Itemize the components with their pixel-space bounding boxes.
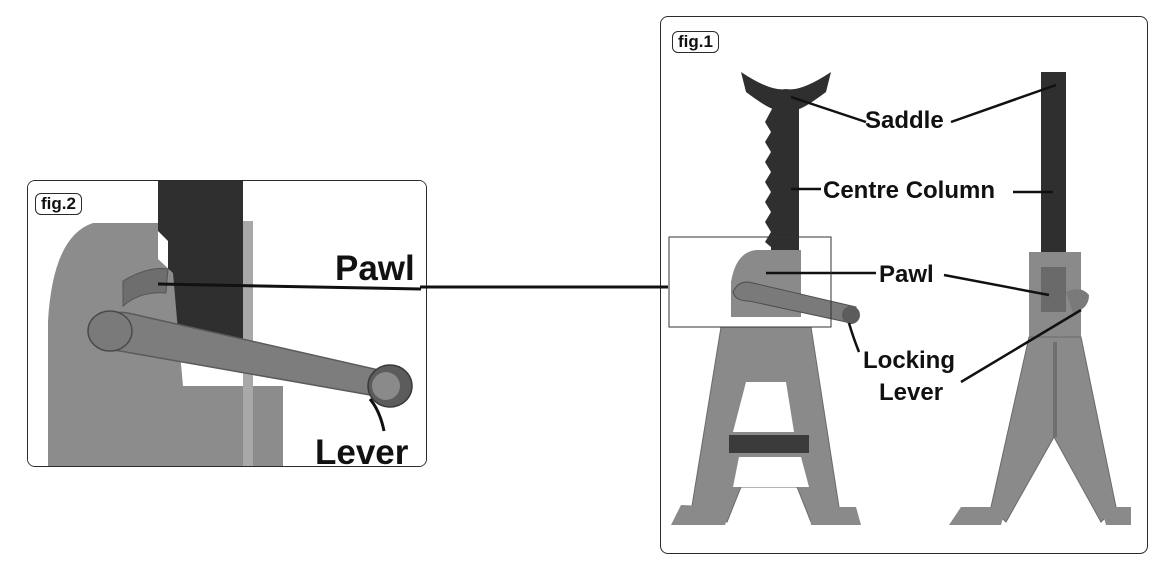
fig2-pawl-shape	[122, 268, 169, 308]
fig1-tag: fig.1	[672, 31, 719, 53]
saddle-leader-left	[790, 95, 867, 124]
fig2-pawl-leader	[157, 282, 422, 291]
fig2-centre-column	[158, 181, 243, 361]
saddle-label: Saddle	[865, 107, 944, 134]
fig1-illustration	[668, 72, 1131, 525]
fig2-lever-label: Lever	[315, 433, 409, 467]
fig2-panel: fig.2 Pawl Lever	[27, 180, 427, 467]
fig2-pawl-label: Pawl	[335, 249, 415, 288]
fig2-tag: fig.2	[35, 193, 82, 215]
fig2-lever-leader	[368, 398, 386, 432]
lever-leader-left	[847, 322, 861, 353]
fig1-panel: fig.1 Saddle Centre Column Pawl Locking …	[660, 16, 1148, 554]
pawl-label: Pawl	[879, 261, 934, 288]
centre-column-label: Centre Column	[823, 177, 996, 204]
saddle-leader-right	[950, 83, 1057, 124]
locking-label: Locking	[863, 347, 956, 374]
lever-leader-right	[960, 308, 1082, 384]
front-saddle	[741, 72, 831, 109]
fig2-zoom-illustration	[28, 181, 426, 466]
pawl-leader-right	[943, 273, 1050, 297]
zoom-region-box	[668, 236, 832, 328]
side-centre-column	[1041, 72, 1066, 272]
lever-label: Lever	[879, 379, 944, 406]
front-centre-column	[765, 107, 799, 262]
